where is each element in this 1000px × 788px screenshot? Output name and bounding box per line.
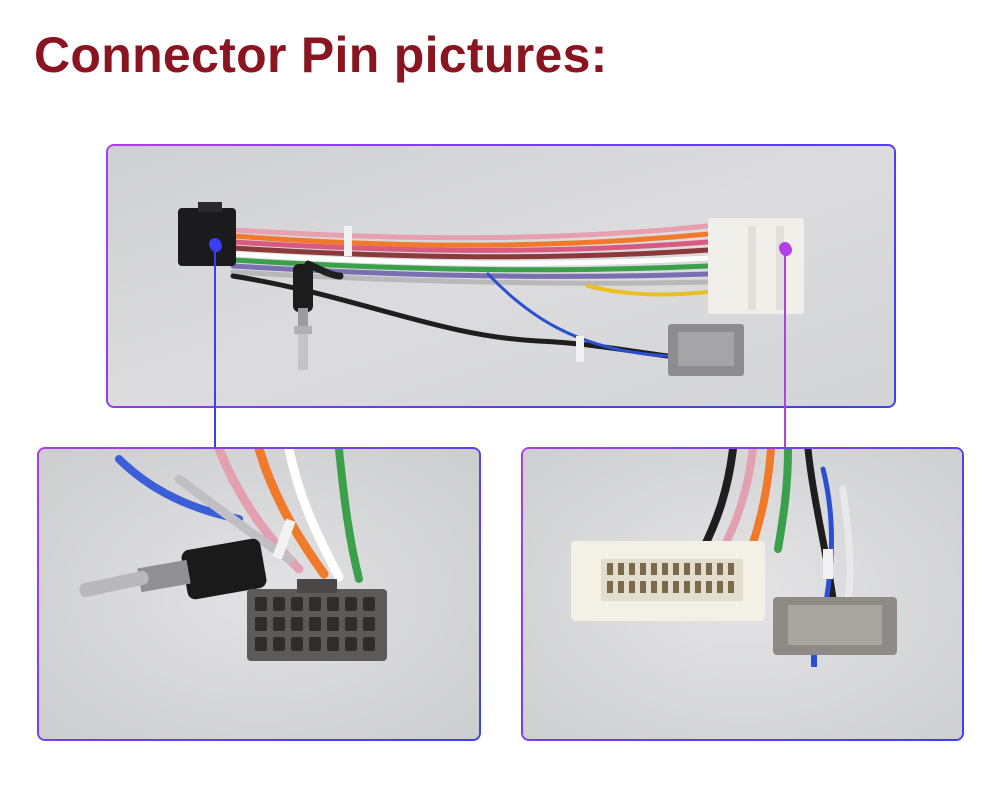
white-connector-pin-slot xyxy=(651,581,657,593)
white-connector-pin-slot xyxy=(662,581,668,593)
connector-pin-slot xyxy=(291,637,303,651)
connector-pin-slot xyxy=(345,617,357,631)
connector-pin-slot xyxy=(255,597,267,611)
white-connector-pin-slot xyxy=(706,581,712,593)
white-connector-pin-slot xyxy=(640,581,646,593)
connector-pin-slot xyxy=(363,597,375,611)
white-connector-pin-slot xyxy=(695,581,701,593)
sixteen-pin-connector-panel xyxy=(37,447,481,741)
white-connector-pin-slot xyxy=(728,581,734,593)
connector-pin-slot xyxy=(273,597,285,611)
connector-pin-slot xyxy=(327,637,339,651)
white-connector-pin-slot xyxy=(629,563,635,575)
white-connector-pin-slot xyxy=(673,581,679,593)
white-connector-pin-slot xyxy=(651,563,657,575)
white-connector-pin-slot xyxy=(618,581,624,593)
white-connector-pin-slot xyxy=(717,581,723,593)
connector-pin-slot xyxy=(309,637,321,651)
connector-pin-slot xyxy=(291,617,303,631)
connector-pin-slot xyxy=(273,617,285,631)
white-connector-panel xyxy=(521,447,964,741)
white-connector-pin-slot xyxy=(607,563,613,575)
connector-pin-slot xyxy=(363,637,375,651)
connector-pin-slot xyxy=(291,597,303,611)
connector-pin-slot xyxy=(255,617,267,631)
page-title: Connector Pin pictures: xyxy=(34,27,608,83)
white-connector-pin-slot xyxy=(684,563,690,575)
connector-pin-slot xyxy=(327,617,339,631)
white-connector-pin-slot xyxy=(728,563,734,575)
harness-overview-panel xyxy=(106,144,896,408)
connector-pin-slot xyxy=(345,597,357,611)
white-connector-pin-slot xyxy=(662,563,668,575)
white-connector-pin-slot xyxy=(684,581,690,593)
connector-pin-slot xyxy=(327,597,339,611)
sixteen-pin-connector-photo xyxy=(39,449,479,739)
connector-pin-slot xyxy=(309,597,321,611)
white-connector-pin-slot xyxy=(673,563,679,575)
white-connector-pin-slot xyxy=(618,563,624,575)
connector-pin-slot xyxy=(345,637,357,651)
white-connector-pin-slot xyxy=(695,563,701,575)
connector-pin-grid xyxy=(255,597,375,651)
white-connector-pin-slot xyxy=(629,581,635,593)
white-connector-photo xyxy=(523,449,962,739)
white-connector-pin-slot xyxy=(717,563,723,575)
connector-pin-slot xyxy=(255,637,267,651)
connector-pin-slot xyxy=(309,617,321,631)
white-connector-pin-slot xyxy=(607,581,613,593)
connector-pin-slot xyxy=(273,637,285,651)
white-connector-pin-slot xyxy=(640,563,646,575)
connector-pin-slot xyxy=(363,617,375,631)
wiring-harness-photo xyxy=(108,146,894,406)
white-connector-pin-slot xyxy=(706,563,712,575)
white-connector-pin-row xyxy=(607,563,734,593)
